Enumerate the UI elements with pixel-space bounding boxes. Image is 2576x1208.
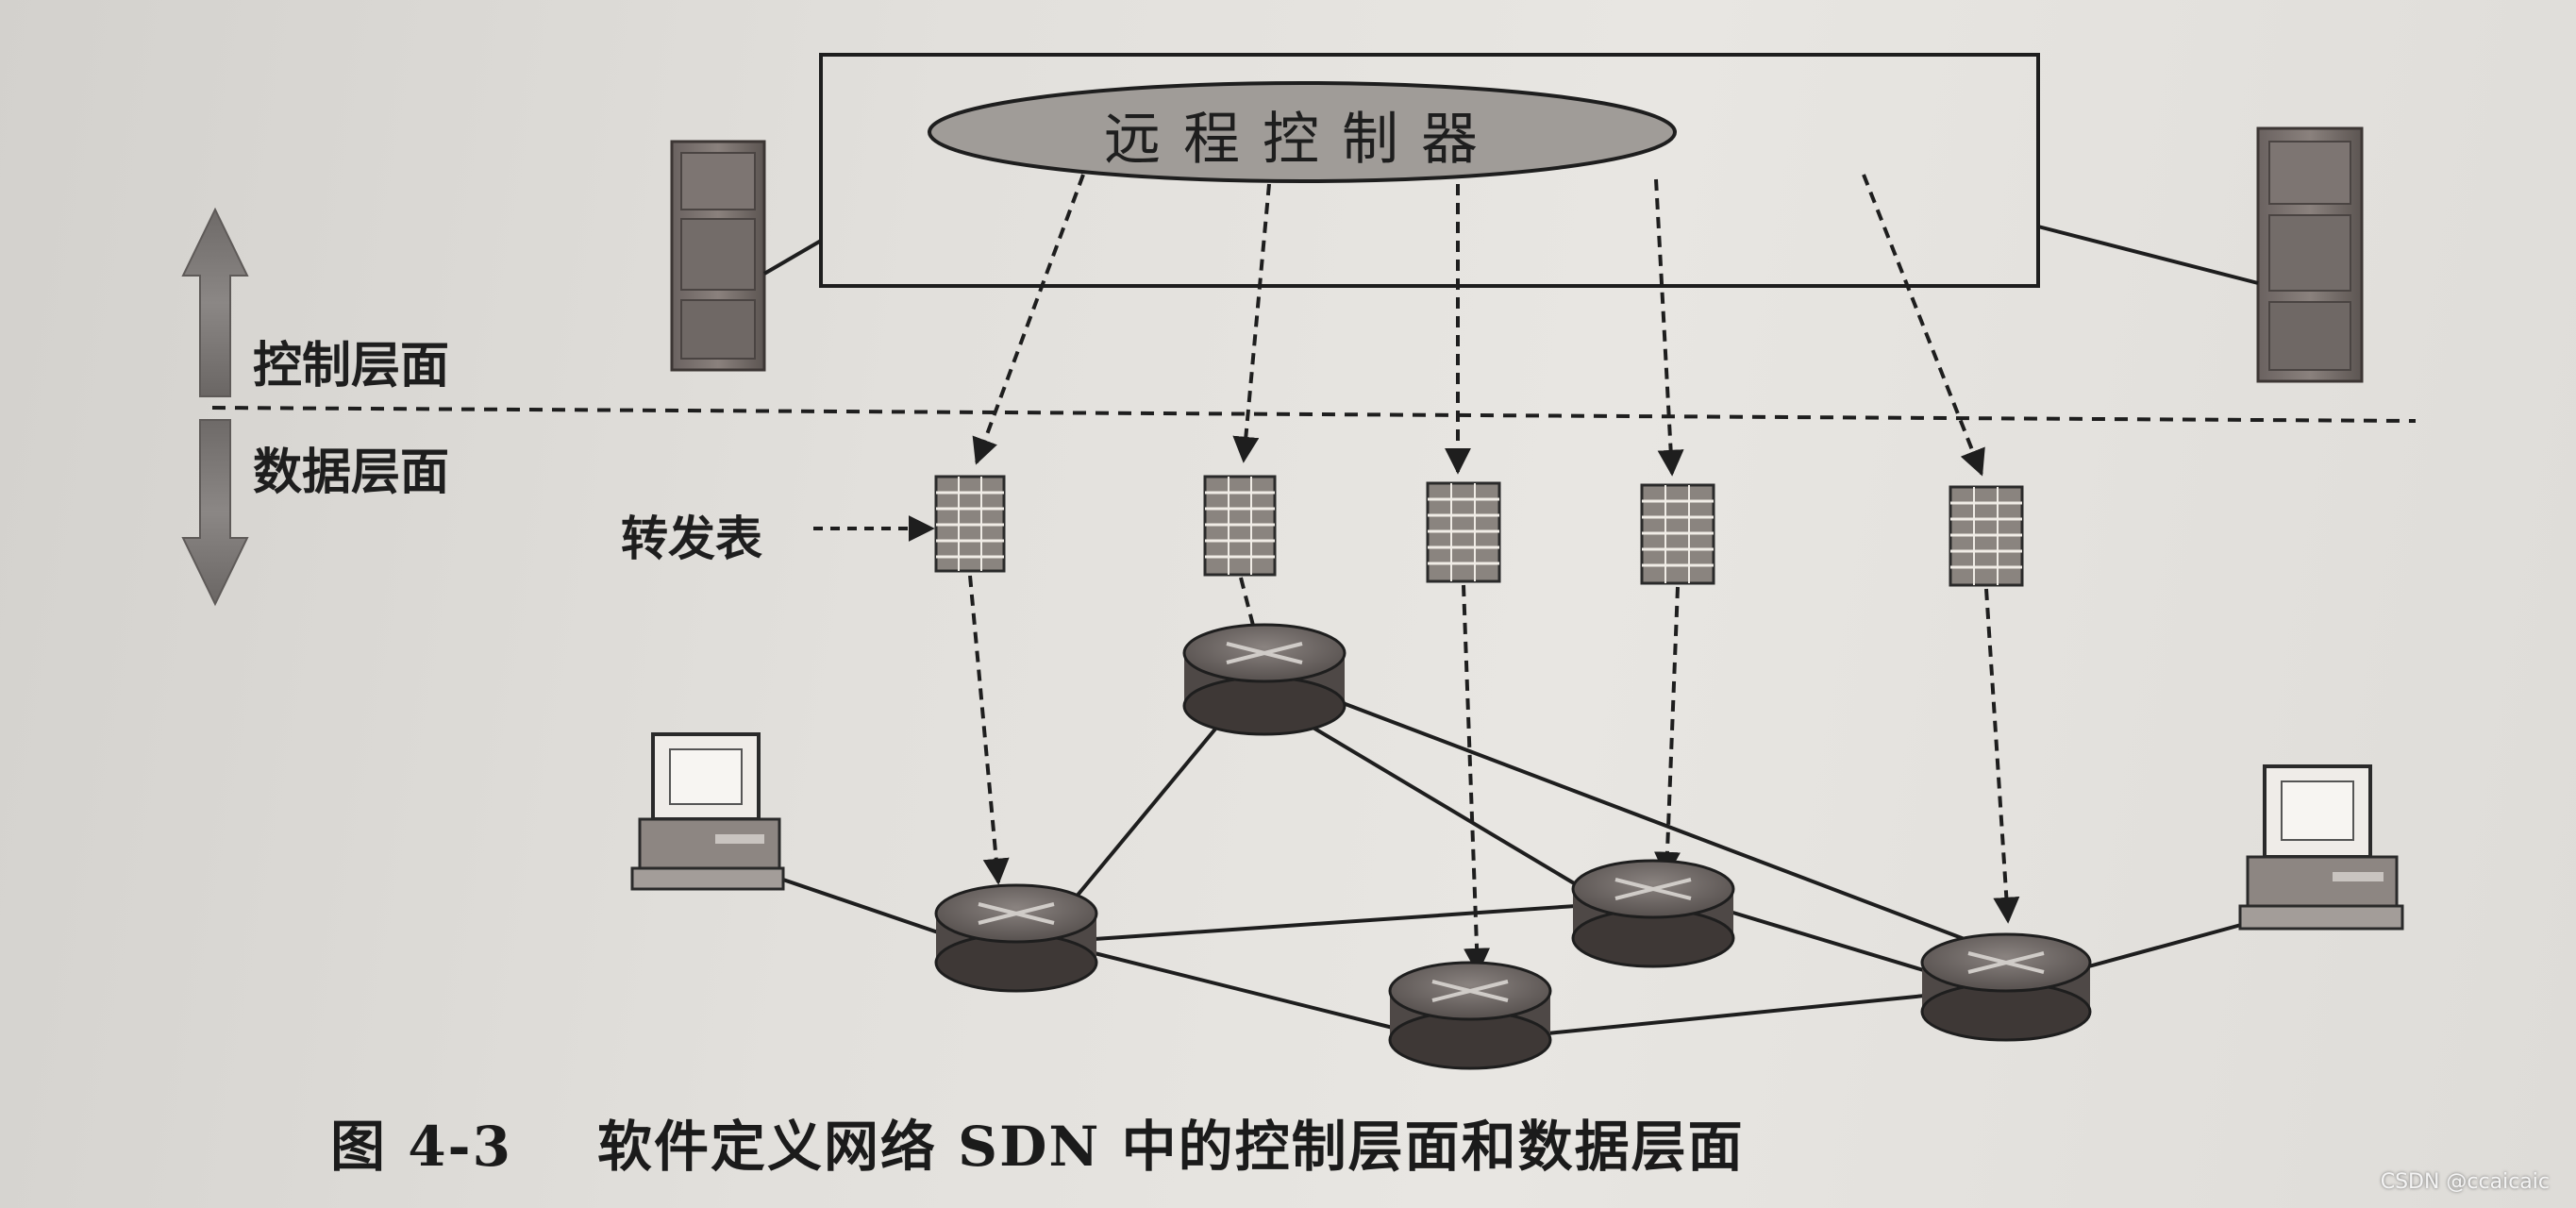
remote-controller-label: 远程控制器 bbox=[1104, 107, 1500, 173]
forwarding-table-4 bbox=[1640, 483, 1715, 585]
right-host-computer bbox=[2238, 764, 2404, 931]
router-top bbox=[1182, 623, 1347, 736]
router-middle bbox=[1571, 859, 1735, 968]
plane-separator bbox=[211, 406, 2417, 423]
figure-number: 图 4-3 bbox=[330, 1115, 512, 1179]
control-plane-label: 控制层面 bbox=[253, 338, 449, 394]
data-plane-label: 数据层面 bbox=[253, 445, 449, 501]
remote-controller-ellipse bbox=[928, 81, 1677, 183]
left-server-link bbox=[762, 239, 823, 276]
forwarding-table-3 bbox=[1426, 481, 1501, 583]
figure-title: 软件定义网络 SDN 中的控制层面和数据层面 bbox=[596, 1115, 1745, 1179]
right-server bbox=[2256, 126, 2364, 383]
forwarding-table-5 bbox=[1949, 485, 2024, 587]
right-server-link bbox=[2037, 225, 2259, 285]
left-host-computer bbox=[630, 732, 785, 891]
plane-double-arrow bbox=[181, 207, 249, 607]
forwarding-table-1 bbox=[934, 475, 1006, 573]
router-right bbox=[1920, 932, 2092, 1042]
controller-box bbox=[819, 53, 2040, 288]
watermark: CSDN @ccaicaic bbox=[2380, 1170, 2550, 1194]
router-bottom bbox=[1388, 961, 1552, 1070]
network-links bbox=[735, 696, 2242, 1035]
forwarding-table-label: 转发表 bbox=[621, 512, 762, 566]
router-left bbox=[934, 883, 1098, 993]
left-server bbox=[670, 140, 766, 372]
forwarding-table-2 bbox=[1203, 475, 1277, 577]
controller-arrows bbox=[972, 174, 1985, 477]
figure-caption: 图 4-3 软件定义网络 SDN 中的控制层面和数据层面 bbox=[330, 1102, 1745, 1182]
